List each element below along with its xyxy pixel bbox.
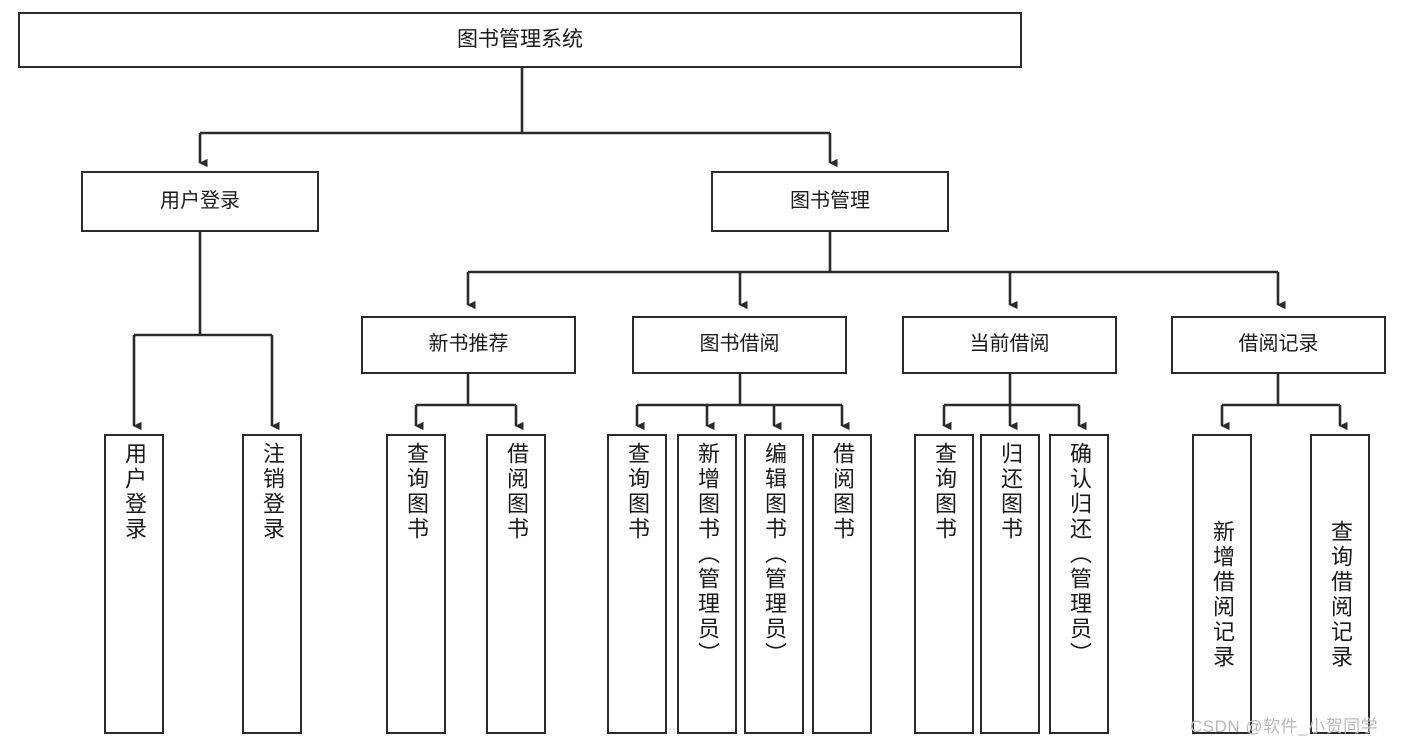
node-label: 图书借阅 [699, 333, 780, 356]
leaf-user-login-login[interactable]: 用户登录 [104, 434, 164, 734]
node-label: 借阅图书 [504, 442, 529, 542]
leaf-new-book-query-books[interactable]: 查询图书 [386, 434, 446, 734]
node-label: 图书管理系统 [457, 27, 583, 51]
node-label: 编辑图书（管理员） [762, 442, 787, 667]
leaf-book-borrow-borrow-books[interactable]: 借阅图书 [812, 434, 872, 734]
leaf-new-book-borrow-books[interactable]: 借阅图书 [486, 434, 546, 734]
node-label: 查询借阅记录 [1328, 520, 1353, 670]
leaf-book-borrow-add-book-admin[interactable]: 新增图书（管理员） [677, 434, 737, 734]
node-book-borrow[interactable]: 图书借阅 [632, 316, 847, 374]
leaf-borrow-record-add-record[interactable]: 新增借阅记录 [1192, 434, 1252, 734]
node-label: 用户登录 [122, 442, 147, 542]
node-user-login[interactable]: 用户登录 [81, 171, 319, 232]
node-label: 新书推荐 [428, 333, 509, 356]
node-current-borrow[interactable]: 当前借阅 [902, 316, 1117, 374]
node-label: 借阅记录 [1238, 333, 1319, 356]
node-label: 归还图书 [998, 442, 1023, 542]
node-label: 用户登录 [160, 189, 240, 212]
node-root-library-system[interactable]: 图书管理系统 [18, 12, 1022, 68]
leaf-current-borrow-confirm-return-admin[interactable]: 确认归还（管理员） [1049, 434, 1109, 734]
node-label: 图书管理 [790, 189, 870, 212]
csdn-watermark: CSDN @软件_小贺同学 [1190, 717, 1379, 736]
node-label: 查询图书 [625, 442, 650, 542]
node-book-management[interactable]: 图书管理 [711, 171, 949, 232]
node-label: 查询图书 [404, 442, 429, 542]
node-label: 确认归还（管理员） [1067, 442, 1092, 667]
leaf-book-borrow-edit-book-admin[interactable]: 编辑图书（管理员） [744, 434, 804, 734]
leaf-user-login-logout[interactable]: 注销登录 [242, 434, 302, 734]
node-label: 当前借阅 [969, 333, 1050, 356]
node-label: 注销登录 [260, 442, 285, 542]
leaf-book-borrow-query-books[interactable]: 查询图书 [607, 434, 667, 734]
leaf-borrow-record-query-record[interactable]: 查询借阅记录 [1310, 434, 1370, 734]
node-label: 新增图书（管理员） [695, 442, 720, 667]
leaf-current-borrow-query-books[interactable]: 查询图书 [914, 434, 974, 734]
leaf-current-borrow-return-books[interactable]: 归还图书 [980, 434, 1040, 734]
node-new-book-recommend[interactable]: 新书推荐 [361, 316, 576, 374]
node-borrow-record[interactable]: 借阅记录 [1171, 316, 1386, 374]
node-label: 查询图书 [932, 442, 957, 542]
node-label: 新增借阅记录 [1210, 520, 1235, 670]
node-label: 借阅图书 [830, 442, 855, 542]
